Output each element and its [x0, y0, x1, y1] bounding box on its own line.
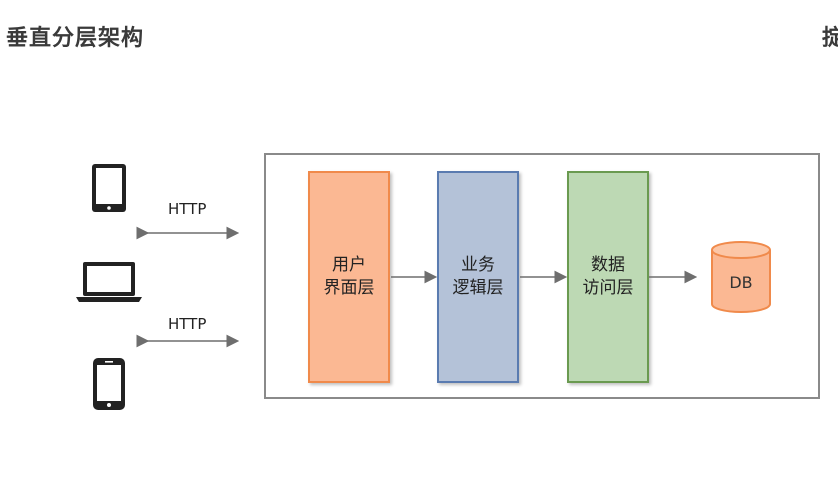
- page-title: 垂直分层架构: [6, 26, 145, 51]
- layer-label-line1: 用户: [332, 255, 366, 275]
- layer-label-line2: 界面层: [323, 278, 375, 298]
- database-cylinder: [711, 241, 771, 313]
- http-label-bottom: HTTP: [168, 315, 207, 333]
- database-label: DB: [729, 273, 752, 292]
- layer-data-access: 数据访问层: [567, 171, 649, 383]
- layer-label-line1: 数据: [591, 255, 625, 275]
- layer-label-line1: 业务: [461, 255, 495, 275]
- tablet-icon: [92, 164, 126, 212]
- layer-business-logic: 业务逻辑层: [437, 171, 519, 383]
- http-label-top: HTTP: [168, 200, 207, 218]
- layer-label-line2: 逻辑层: [452, 278, 504, 298]
- layer-presentation: 用户界面层: [308, 171, 390, 383]
- layer-label-line2: 访问层: [582, 278, 634, 298]
- phone-icon: [93, 358, 125, 410]
- laptop-icon: [76, 262, 142, 302]
- next-slide-title-fragment: 掟: [822, 26, 838, 51]
